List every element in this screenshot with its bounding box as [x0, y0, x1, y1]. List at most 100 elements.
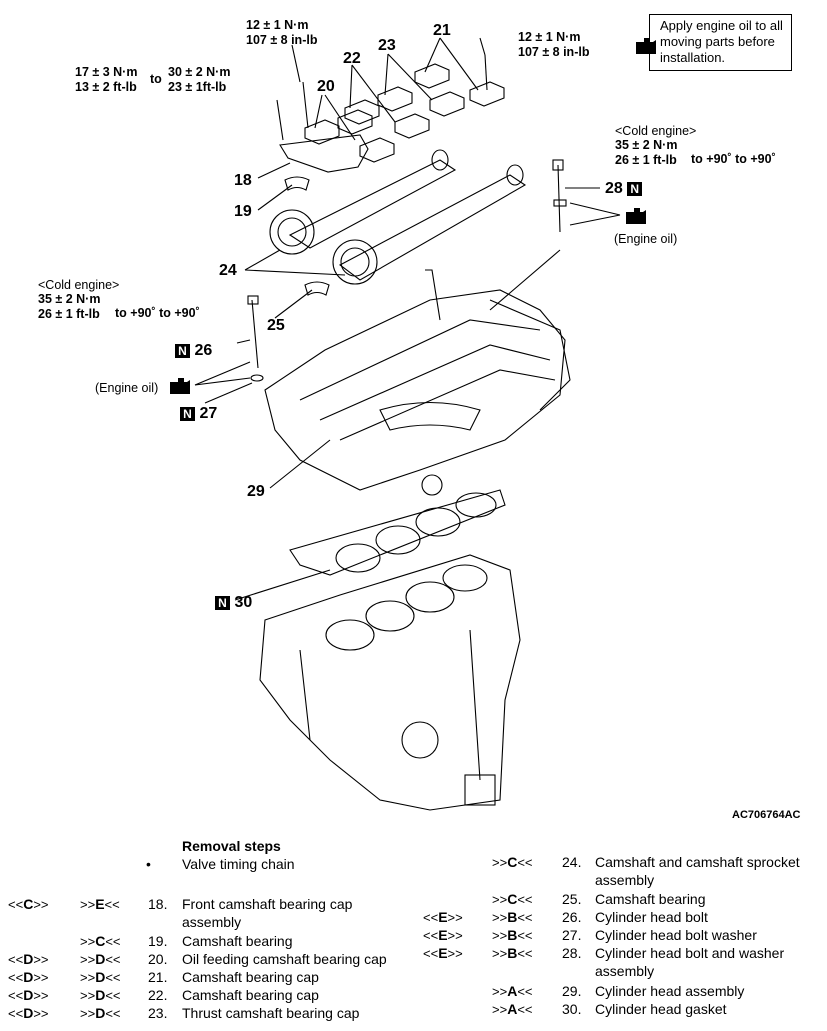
removal-ref: >>C<< [492, 891, 533, 907]
torque-angle-label: to +90˚ to +90˚ [115, 306, 200, 320]
step-number: 20. [148, 951, 168, 967]
install-ref: <<D>> [8, 1005, 49, 1021]
torque-angle-label: to +90˚ to +90˚ [691, 152, 776, 166]
callout-number: 27 [199, 405, 218, 422]
step-text: Oil feeding camshaft bearing cap [182, 951, 387, 967]
step-number: 21. [148, 969, 168, 985]
removal-ref: >>D<< [80, 951, 121, 967]
pre-step-text: Valve timing chain [182, 856, 295, 872]
new-part-mark: N [175, 343, 190, 358]
engine-oil-note: Apply engine oil to all moving parts bef… [649, 14, 792, 71]
step-text: Cylinder head assembly [595, 983, 745, 999]
step-text: Front camshaft bearing cap [182, 896, 353, 912]
callout-23: 23 [378, 37, 396, 54]
step-number: 19. [148, 933, 168, 949]
torque-inlb: 107 ± 8 in-lb [246, 33, 318, 47]
callout-number: 28 [605, 180, 623, 197]
removal-ref: >>D<< [80, 1005, 121, 1021]
torque-ftlb: 23 ± 1ft-lb [168, 80, 227, 94]
note-line: Apply engine oil to all [660, 18, 783, 33]
step-text: Camshaft bearing cap [182, 987, 319, 1003]
callout-28: 28 N [605, 180, 643, 198]
torque-spec-cap-bolt-stage1: 17 ± 3 N·m 13 ± 2 ft-lb [75, 65, 137, 95]
step-number: 28. [562, 945, 582, 961]
install-ref: <<E>> [423, 909, 463, 925]
install-ref: <<D>> [8, 951, 49, 967]
step-text-cont: assembly [182, 914, 242, 930]
new-part-mark: N [180, 406, 195, 421]
removal-ref: >>D<< [80, 987, 121, 1003]
step-text: Cylinder head bolt washer [595, 927, 757, 943]
install-ref: <<C>> [8, 896, 49, 912]
callout-24: 24 [219, 262, 237, 279]
torque-nm: 30 ± 2 N·m [168, 65, 231, 79]
step-text: Cylinder head gasket [595, 1001, 727, 1017]
torque-nm: 17 ± 3 N·m [75, 65, 138, 79]
torque-ftlb: 13 ± 2 ft-lb [75, 80, 137, 94]
step-number: 27. [562, 927, 582, 943]
torque-spec-front-cap-bolt: 12 ± 1 N·m 107 ± 8 in-lb [246, 18, 317, 48]
callout-number: 30 [234, 594, 253, 611]
step-number: 26. [562, 909, 582, 925]
step-text-cont: assembly [595, 963, 655, 979]
step-text: Camshaft bearing [595, 891, 706, 907]
removal-ref: >>C<< [80, 933, 121, 949]
step-number: 22. [148, 987, 168, 1003]
step-text: Thrust camshaft bearing cap [182, 1005, 360, 1021]
install-ref: <<E>> [423, 945, 463, 961]
cold-engine-label: <Cold engine> [615, 124, 697, 138]
callout-26: N 26 [175, 342, 212, 360]
removal-steps-title: Removal steps [182, 838, 281, 854]
torque-spec-cap-bolt-stage2: 30 ± 2 N·m 23 ± 1ft-lb [168, 65, 230, 95]
engine-oil-label: (Engine oil) [614, 232, 678, 246]
cold-engine-label: <Cold engine> [38, 278, 120, 292]
callout-27: N 27 [180, 405, 217, 423]
step-text: Cylinder head bolt and washer [595, 945, 785, 961]
callout-30: N 30 [215, 594, 252, 612]
torque-nm: 35 ± 2 N·m [38, 292, 101, 306]
install-ref: <<E>> [423, 927, 463, 943]
callout-number: 26 [194, 342, 213, 359]
torque-inlb: 107 ± 8 in-lb [518, 45, 590, 59]
step-number: 18. [148, 896, 168, 912]
install-ref: <<D>> [8, 987, 49, 1003]
step-number: 24. [562, 854, 582, 870]
note-line: installation. [660, 50, 726, 65]
torque-spec-head-bolt-left: <Cold engine> 35 ± 2 N·m 26 ± 1 ft-lb [38, 278, 119, 322]
torque-spec-head-bolt-right: <Cold engine> 35 ± 2 N·m 26 ± 1 ft-lb [615, 124, 696, 168]
bullet: • [146, 856, 151, 872]
oil-can-icons [170, 38, 656, 394]
engine-oil-label: (Engine oil) [95, 381, 159, 395]
removal-ref: >>D<< [80, 969, 121, 985]
step-number: 30. [562, 1001, 582, 1017]
callout-21: 21 [433, 22, 451, 39]
torque-ftlb: 26 ± 1 ft-lb [38, 307, 100, 321]
step-text: Camshaft bearing cap [182, 969, 319, 985]
removal-ref: >>C<< [492, 854, 533, 870]
torque-nm: 12 ± 1 N·m [246, 18, 309, 32]
callout-19: 19 [234, 203, 252, 220]
callout-20: 20 [317, 78, 335, 95]
removal-ref: >>A<< [492, 1001, 533, 1017]
note-line: moving parts before [660, 34, 775, 49]
install-ref: <<D>> [8, 969, 49, 985]
new-part-mark: N [627, 181, 643, 196]
callout-18: 18 [234, 172, 252, 189]
step-number: 23. [148, 1005, 168, 1021]
step-text-cont: assembly [595, 872, 655, 888]
step-text: Cylinder head bolt [595, 909, 708, 925]
removal-ref: >>B<< [492, 945, 533, 961]
new-part-mark: N [215, 595, 230, 610]
torque-spec-rear-cap-bolt: 12 ± 1 N·m 107 ± 8 in-lb [518, 30, 589, 60]
torque-nm: 12 ± 1 N·m [518, 30, 581, 44]
removal-ref: >>B<< [492, 927, 533, 943]
step-number: 25. [562, 891, 582, 907]
callout-25: 25 [267, 317, 285, 334]
figure-id: AC706764AC [732, 809, 801, 821]
callout-22: 22 [343, 50, 361, 67]
removal-ref: >>A<< [492, 983, 533, 999]
torque-to-label: to [150, 72, 162, 86]
removal-ref: >>E<< [80, 896, 120, 912]
step-text: Camshaft and camshaft sprocket [595, 854, 800, 870]
exploded-view-illustration [170, 37, 656, 811]
